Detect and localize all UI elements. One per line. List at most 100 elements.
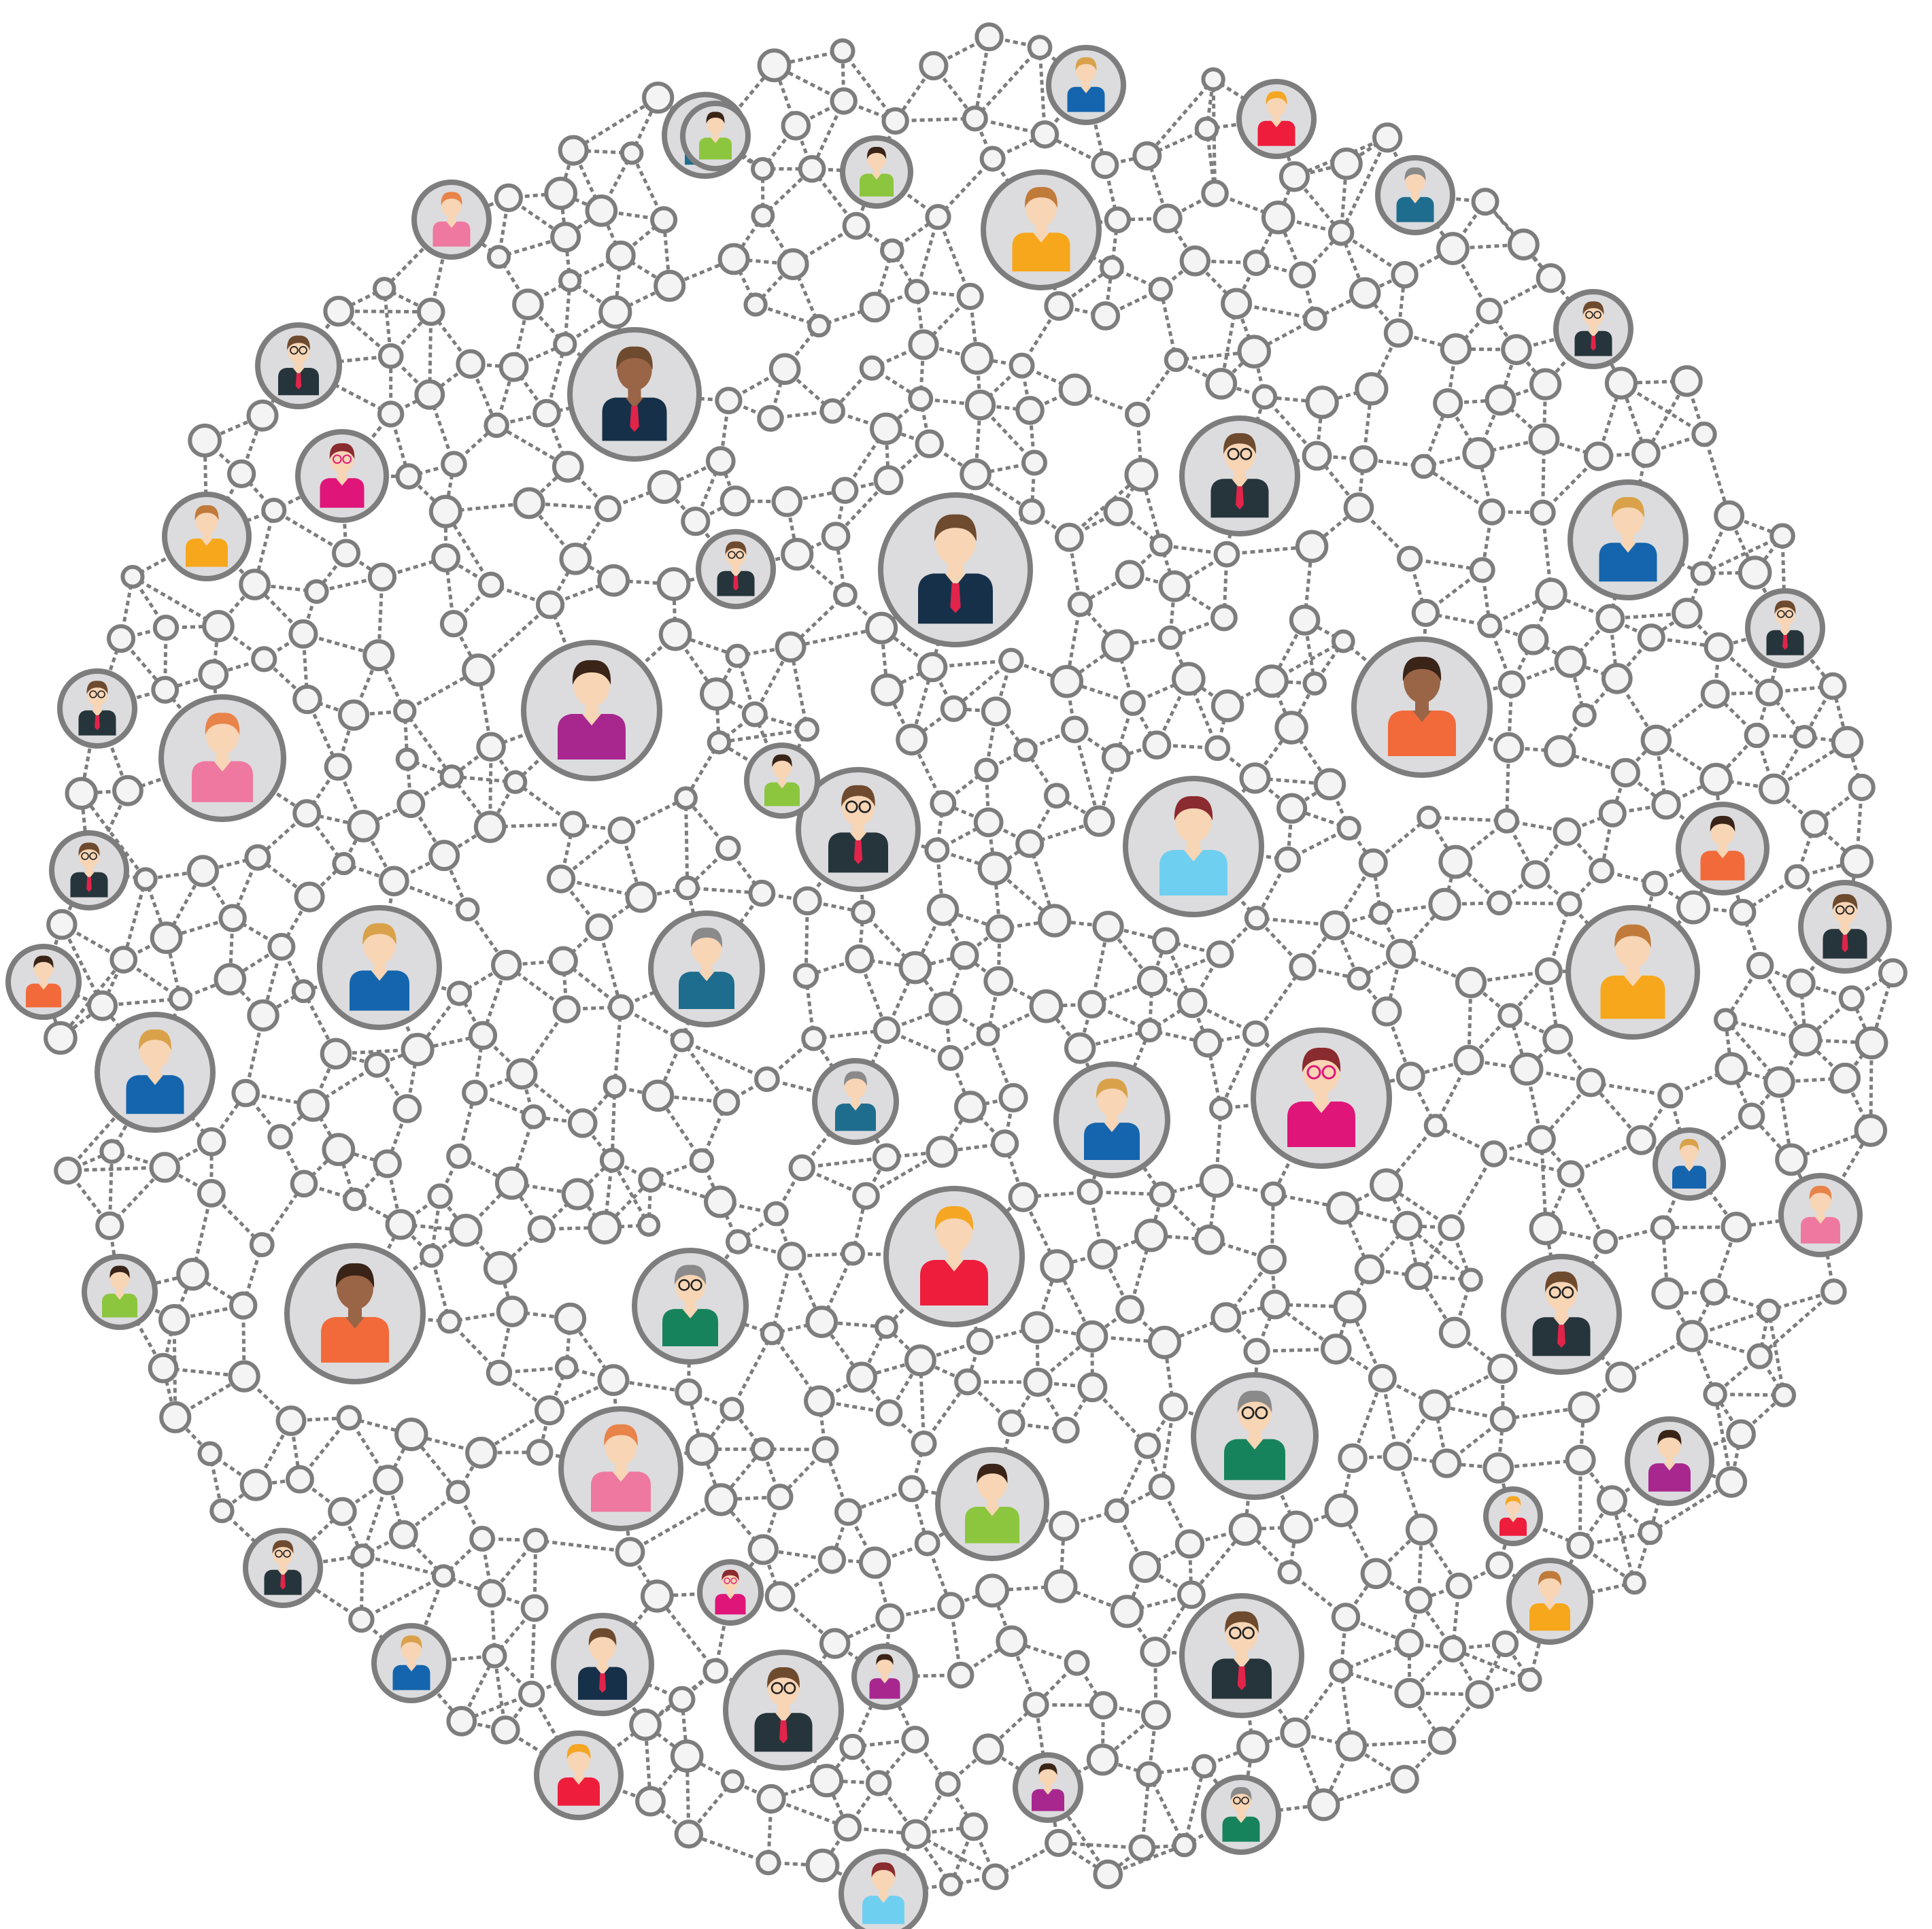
network-node: [1277, 1560, 1302, 1585]
network-node: [743, 292, 768, 317]
network-node: [416, 297, 445, 326]
network-node: [385, 1209, 417, 1240]
network-node: [550, 222, 581, 253]
network-node: [594, 495, 622, 522]
network-node: [1136, 966, 1168, 997]
network-node: [1018, 498, 1045, 525]
network-node: [197, 1127, 226, 1157]
network-node: [1295, 530, 1329, 563]
network-node: [392, 1094, 422, 1123]
network-node: [1346, 966, 1371, 991]
network-node: [506, 1058, 538, 1090]
network-node: [1302, 671, 1327, 696]
network-node: [788, 1154, 816, 1182]
connection-line: [620, 967, 708, 1009]
network-node: [490, 1715, 520, 1745]
network-node: [901, 1726, 930, 1754]
network-node: [1176, 1580, 1206, 1609]
network-node: [1436, 232, 1470, 265]
network-node: [1093, 1859, 1123, 1890]
network-node: [469, 1526, 496, 1552]
network-node: [620, 141, 644, 165]
network-node: [494, 183, 523, 212]
network-node: [1058, 373, 1091, 406]
network-node: [1320, 910, 1351, 941]
connection-line: [1568, 902, 1634, 974]
person-pink-woman-glasses-avatar: [295, 429, 389, 523]
network-node: [1517, 1667, 1542, 1692]
network-node: [526, 1439, 554, 1466]
network-node: [1411, 598, 1440, 628]
connection-line: [1219, 1033, 1257, 1110]
person-purple-woman-avatar: [1013, 1752, 1083, 1823]
network-node: [1209, 1096, 1233, 1121]
shirt: [1032, 1789, 1064, 1811]
connection-line: [1183, 1766, 1206, 1846]
network-node: [546, 864, 576, 893]
network-node: [1554, 645, 1587, 678]
network-node: [1726, 1419, 1756, 1450]
network-node: [1077, 1372, 1108, 1403]
network-node: [764, 1581, 796, 1612]
network-node: [498, 352, 529, 382]
network-node: [1372, 996, 1402, 1027]
network-node: [805, 1305, 838, 1338]
connection-line: [1040, 228, 1113, 269]
connection-line: [820, 1252, 855, 1323]
network-node: [998, 647, 1024, 673]
network-node: [343, 1187, 367, 1212]
network-node: [641, 1079, 675, 1112]
person-dark-suit-glasses-avatar: [1179, 1593, 1304, 1718]
person-blue-shirt-avatar: [95, 1012, 216, 1133]
network-node: [553, 332, 577, 356]
network-node: [1565, 1444, 1596, 1475]
connection-line: [1147, 1773, 1186, 1846]
network-node: [1428, 887, 1461, 921]
network-node: [532, 398, 561, 428]
network-node: [1542, 1023, 1574, 1055]
network-node: [1657, 1082, 1684, 1109]
network-node: [1086, 1743, 1119, 1776]
network-node: [1210, 1302, 1242, 1333]
network-node: [748, 879, 776, 907]
network-node: [904, 279, 930, 304]
network-node: [1465, 1679, 1494, 1709]
network-node: [1091, 151, 1119, 180]
network-node: [1330, 147, 1363, 180]
network-node: [1194, 116, 1219, 141]
shirt: [869, 1678, 900, 1699]
person-dark-suit-glasses-avatar: [1553, 289, 1633, 369]
connection-line: [973, 36, 992, 119]
people-avatars: [5, 45, 1892, 1929]
network-node: [1239, 762, 1271, 794]
shirt: [392, 1665, 430, 1690]
shirt: [192, 761, 253, 802]
network-node: [1691, 421, 1717, 447]
network-node: [908, 329, 939, 360]
network-node: [347, 809, 380, 842]
shirt: [920, 1260, 988, 1305]
network-node: [186, 855, 219, 887]
network-node: [512, 288, 544, 320]
network-node: [599, 1148, 625, 1173]
connection-line: [1339, 1670, 1353, 1747]
network-node: [1067, 592, 1094, 617]
network-node: [552, 995, 581, 1023]
network-node: [1148, 277, 1173, 302]
network-node: [1704, 632, 1734, 662]
connection-line: [1713, 1394, 1733, 1483]
shirt: [1224, 1439, 1285, 1480]
network-node: [1191, 1754, 1217, 1779]
network-node: [705, 446, 736, 476]
network-node: [1440, 333, 1472, 365]
person-yellow-shirt-avatar: [981, 169, 1102, 290]
network-node: [1289, 604, 1321, 636]
network-node: [1174, 1529, 1205, 1559]
network-node: [1104, 206, 1131, 233]
network-node: [1158, 570, 1191, 602]
shirt: [26, 983, 61, 1008]
network-node: [1302, 441, 1332, 471]
network-node: [1076, 1320, 1108, 1352]
network-node: [1274, 711, 1308, 745]
network-node: [1478, 498, 1506, 526]
